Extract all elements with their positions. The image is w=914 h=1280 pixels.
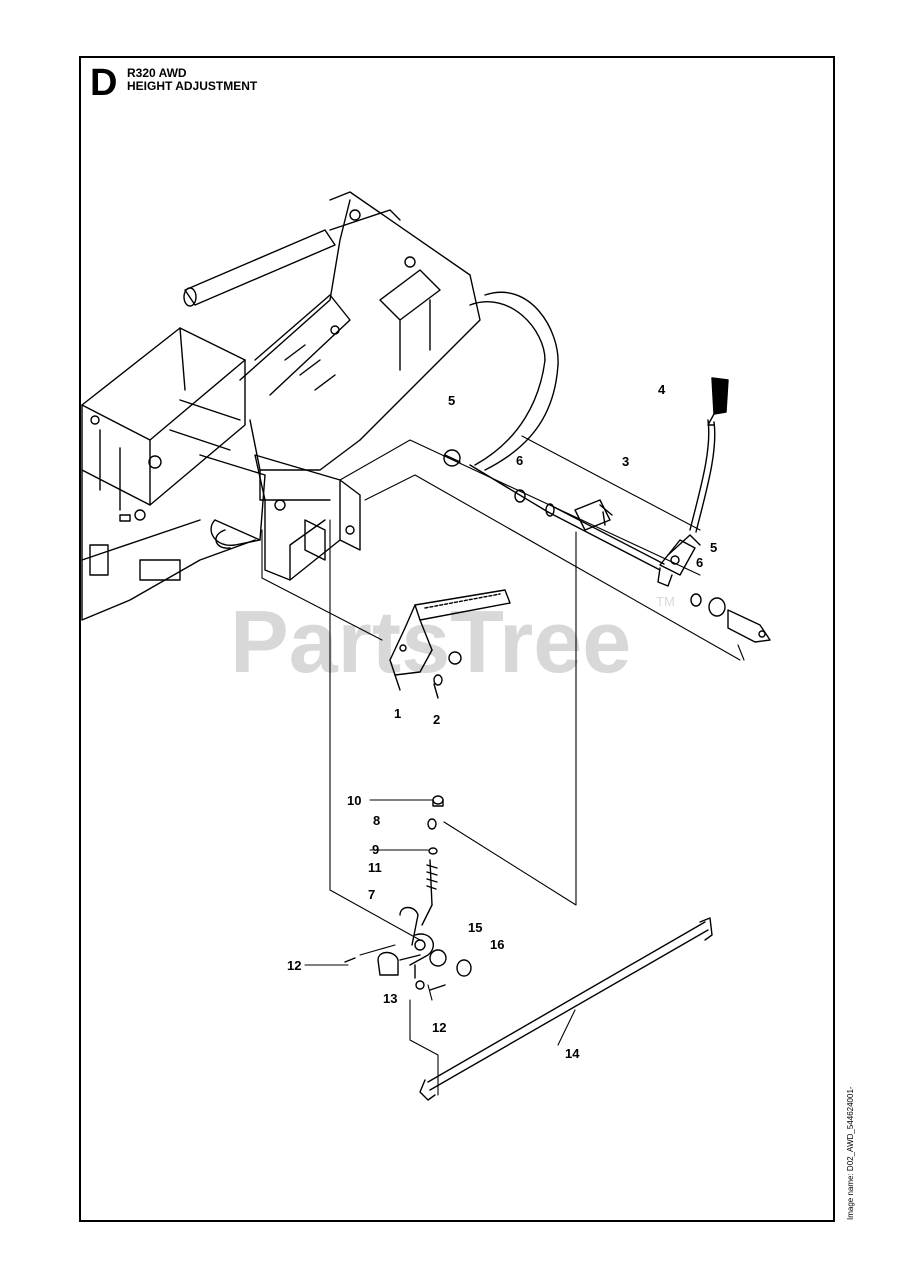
callout-6-lower: 6 <box>696 555 703 570</box>
callout-9: 9 <box>372 842 379 857</box>
foot-pedal <box>389 589 511 699</box>
callout-labels: 1 2 3 4 5 5 6 6 7 8 9 10 11 12 12 13 14 … <box>287 382 717 1061</box>
assembly-lines <box>261 435 745 1096</box>
callout-8: 8 <box>373 813 380 828</box>
callout-5-upper: 5 <box>448 393 455 408</box>
model-name: R320 AWD <box>127 66 187 80</box>
height-lever <box>657 377 729 587</box>
chassis-frame <box>81 191 481 621</box>
lower-linkage <box>344 795 472 991</box>
callout-10: 10 <box>347 793 361 808</box>
callout-3: 3 <box>622 454 629 469</box>
callout-12-lower: 12 <box>432 1020 446 1035</box>
watermark-trademark: TM <box>656 594 675 609</box>
callout-15: 15 <box>468 920 482 935</box>
callout-5-lower: 5 <box>710 540 717 555</box>
callout-7: 7 <box>368 887 375 902</box>
callout-6-upper: 6 <box>516 453 523 468</box>
diagram-frame <box>79 56 835 1222</box>
adjustment-rod <box>469 464 771 643</box>
callout-11: 11 <box>368 860 382 875</box>
callout-16: 16 <box>490 937 504 952</box>
callout-leaders <box>304 799 576 1046</box>
callout-13: 13 <box>383 991 397 1006</box>
callout-12-left: 12 <box>287 958 301 973</box>
pedal-bracket <box>215 454 361 581</box>
linkage-rod <box>419 917 713 1101</box>
callout-4: 4 <box>658 382 666 397</box>
callout-14: 14 <box>565 1046 580 1061</box>
callout-1: 1 <box>394 706 401 721</box>
watermark-text: PartsTree <box>230 592 631 691</box>
section-letter: D <box>90 62 118 104</box>
lift-bar <box>443 291 559 471</box>
callout-2: 2 <box>433 712 440 727</box>
section-title: HEIGHT ADJUSTMENT <box>127 79 258 93</box>
